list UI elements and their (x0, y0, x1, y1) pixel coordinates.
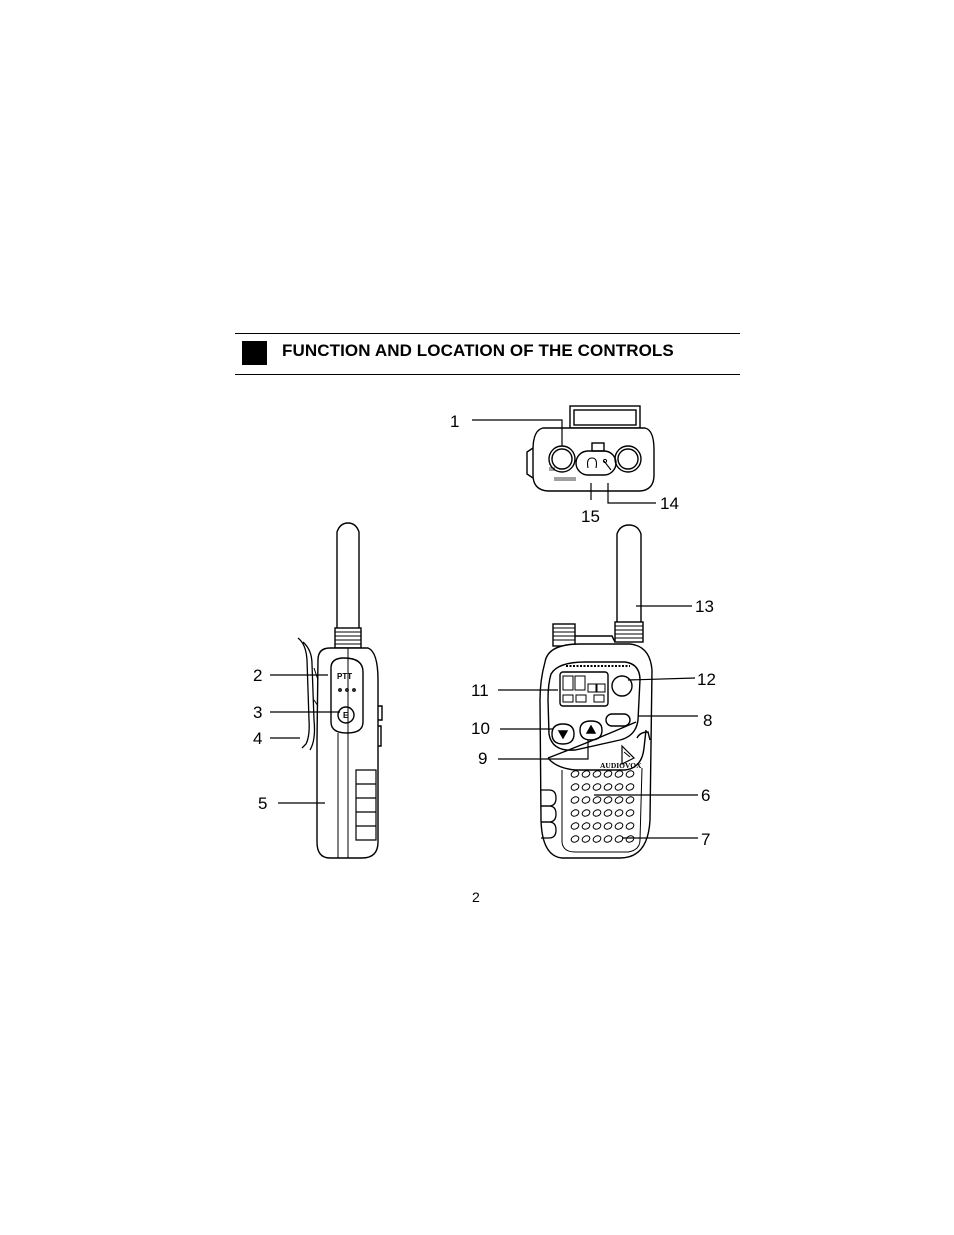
grille-hole (581, 783, 591, 791)
section-title: FUNCTION AND LOCATION OF THE CONTROLS (282, 341, 674, 360)
grille-hole (570, 770, 580, 778)
grille-hole (603, 809, 613, 817)
brand-logo: AUDIOVOX (600, 761, 642, 770)
grille-hole (592, 796, 602, 804)
grille-hole (603, 835, 613, 843)
leader-lines (270, 419, 698, 839)
grille-hole (603, 770, 613, 778)
grille-hole (614, 822, 624, 830)
header-rule-top (235, 333, 740, 334)
header-rule-bottom (235, 374, 740, 375)
callout-10: 10 (471, 719, 490, 738)
grille-hole (614, 835, 624, 843)
callout-3: 3 (253, 703, 262, 722)
grille-hole (625, 835, 635, 843)
grille-hole (581, 770, 591, 778)
callout-13: 13 (695, 597, 714, 616)
callout-5: 5 (258, 794, 267, 813)
callout-11: 11 (471, 681, 489, 700)
grille-hole (625, 770, 635, 778)
side-antenna (336, 522, 360, 628)
grille-hole (625, 783, 635, 791)
grille-hole (614, 783, 624, 791)
front-faceplate (547, 661, 641, 751)
callout-2: 2 (253, 666, 262, 685)
page-number: 2 (472, 889, 480, 905)
grille-hole (570, 822, 580, 830)
up-button (579, 720, 603, 741)
radio-top-view (526, 405, 655, 492)
grille-hole (614, 770, 624, 778)
grille-hole (581, 809, 591, 817)
radio-side-view (297, 522, 383, 859)
callout-9: 9 (478, 749, 487, 768)
monitor-button (605, 713, 631, 727)
e-button (337, 706, 355, 724)
grille-hole (603, 822, 613, 830)
grille-hole (625, 796, 635, 804)
callout-12: 12 (697, 670, 716, 689)
grille-hole (592, 822, 602, 830)
grille-hole (592, 835, 602, 843)
grille-hole (581, 796, 591, 804)
lcd-screen (559, 671, 609, 707)
callout-7: 7 (701, 830, 710, 849)
section-marker (242, 341, 267, 365)
grille-hole (625, 809, 635, 817)
side-grip (355, 769, 377, 841)
front-grip (541, 789, 557, 839)
callout-8: 8 (703, 711, 712, 730)
belt-clip (297, 637, 316, 751)
grille-hole (581, 822, 591, 830)
grille-hole (614, 809, 624, 817)
grille-hole (570, 809, 580, 817)
callout-6: 6 (701, 786, 710, 805)
front-antenna (616, 524, 642, 630)
grille-hole (570, 796, 580, 804)
side-ptt-pad (330, 657, 364, 734)
front-body (539, 643, 653, 859)
ptt-label: PTT (337, 672, 352, 681)
microphone-port (611, 675, 633, 697)
grille-hole (581, 835, 591, 843)
grille-hole (592, 809, 602, 817)
grille-hole (614, 796, 624, 804)
callout-15: 15 (581, 507, 600, 526)
radio-front-view (539, 524, 653, 859)
callout-4: 4 (253, 729, 262, 748)
grille-hole (570, 783, 580, 791)
speaker-grille (561, 767, 643, 853)
grille-hole (570, 835, 580, 843)
grille-hole (603, 783, 613, 791)
grille-hole (592, 783, 602, 791)
down-button (551, 723, 575, 745)
callout-1: 1 (450, 412, 459, 431)
grille-hole (603, 796, 613, 804)
e-button-label: E (343, 711, 349, 720)
callout-14: 14 (660, 494, 679, 513)
grille-hole (625, 822, 635, 830)
callout-labels: 1 2 3 4 5 6 7 8 9 10 11 12 13 14 15 (253, 412, 716, 849)
grille-hole (592, 770, 602, 778)
